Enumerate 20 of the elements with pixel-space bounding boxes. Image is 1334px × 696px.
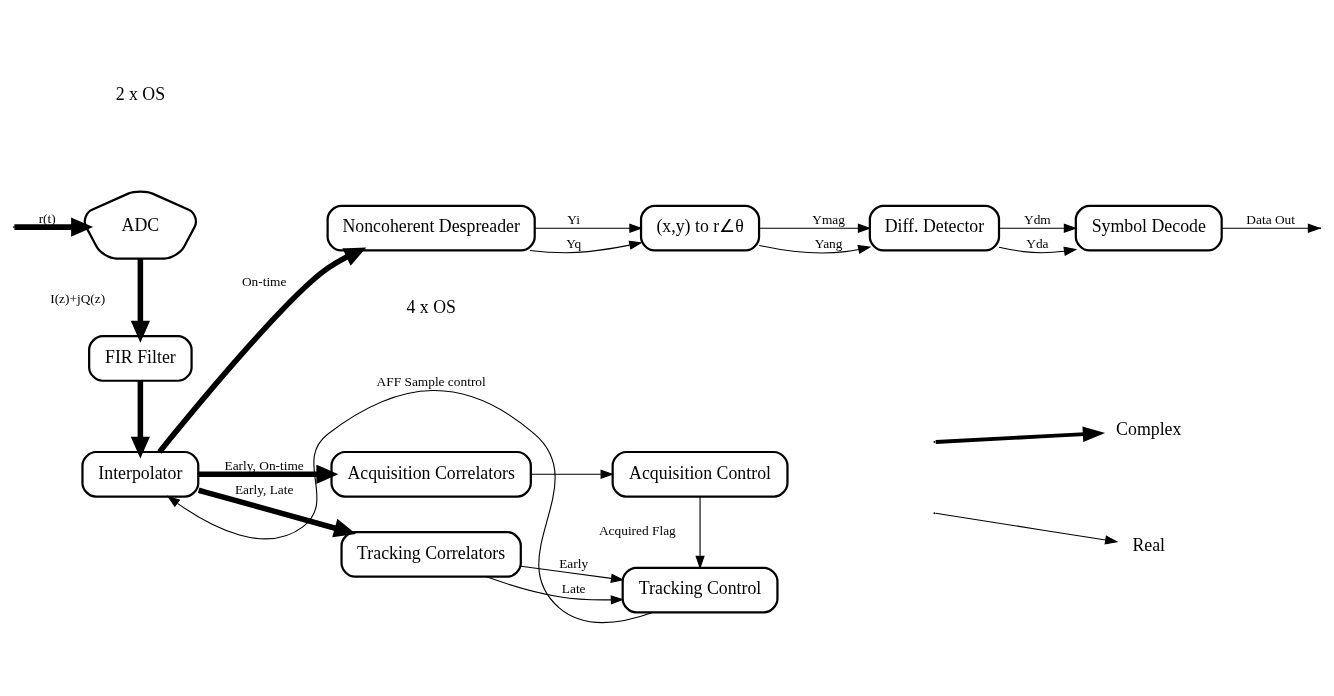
edge-label: Early, Late	[234, 481, 294, 497]
edge-label: Late	[561, 580, 586, 596]
legend-label: Real	[1132, 534, 1166, 555]
edge-label: I(z)+jQ(z)	[50, 291, 106, 307]
edge-label: Early, On-time	[224, 458, 304, 474]
edge-label: Data Out	[1246, 212, 1295, 228]
edge-label: AFF Sample control	[376, 373, 486, 389]
edge-label: r(t)	[38, 211, 56, 227]
label: 2 x OS	[115, 83, 166, 104]
label: 4 x OS	[406, 296, 456, 317]
edge-label: Ydm	[1024, 212, 1051, 228]
edge-label: Yda	[1026, 235, 1049, 251]
edge-label: Yq	[566, 235, 582, 251]
edge-label: Acquired Flag	[598, 522, 676, 538]
edge-label: Early	[559, 556, 589, 572]
edge-label: Yi	[567, 212, 580, 228]
legend-label: Complex	[1116, 419, 1182, 440]
edge-label: Ymag	[812, 212, 845, 228]
edge-label: On-time	[241, 273, 287, 289]
edge-label: Yang	[814, 235, 843, 251]
